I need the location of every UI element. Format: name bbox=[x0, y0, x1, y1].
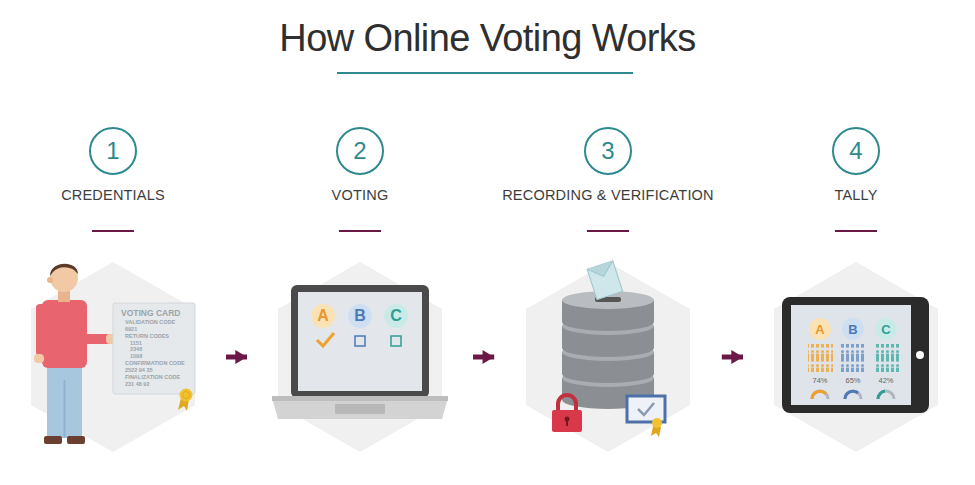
step-number: 1 bbox=[89, 127, 137, 175]
page-title: How Online Voting Works bbox=[0, 19, 975, 57]
step-column: 3RECORDING & VERIFICATION bbox=[497, 120, 719, 460]
ballot-envelope bbox=[587, 261, 623, 300]
card-field: FINALIZATION CODE bbox=[125, 375, 180, 381]
step-label: TALLY bbox=[834, 186, 877, 204]
step-rules bbox=[92, 230, 877, 232]
card-field: VALIDATION CODE bbox=[125, 320, 175, 326]
certificate-icon bbox=[627, 396, 665, 437]
person-figure bbox=[34, 264, 116, 444]
flow-arrow bbox=[722, 355, 743, 360]
step-number: 4 bbox=[832, 127, 880, 175]
candidate-letter: A bbox=[317, 308, 329, 324]
step-column: 1CREDENTIALS bbox=[3, 120, 223, 460]
flow-arrow bbox=[473, 355, 494, 360]
card-heading: VOTING CARD bbox=[121, 309, 181, 318]
lock-icon bbox=[552, 395, 582, 432]
hexagon-grounds bbox=[31, 262, 938, 452]
step-label: VOTING bbox=[332, 186, 389, 204]
laptop bbox=[272, 285, 448, 419]
card-field: CONFIRMATION CODE bbox=[125, 361, 185, 367]
voting-card bbox=[113, 303, 195, 411]
title-underline bbox=[337, 72, 633, 74]
result-percent: 74% bbox=[812, 377, 827, 385]
candidate-letter: A bbox=[815, 323, 824, 336]
step-label: CREDENTIALS bbox=[61, 186, 165, 204]
step-number: 2 bbox=[336, 127, 384, 175]
result-percent: 65% bbox=[845, 377, 860, 385]
card-field: 2348 bbox=[130, 347, 142, 353]
database-stack bbox=[562, 291, 654, 409]
card-field: 231 48 92 bbox=[125, 382, 149, 388]
candidate-letter: C bbox=[390, 308, 402, 324]
card-field: 1098 bbox=[130, 354, 142, 360]
candidate-letter: B bbox=[354, 308, 366, 324]
step-number: 3 bbox=[584, 127, 632, 175]
flow-arrow bbox=[226, 355, 247, 360]
candidate-letter: B bbox=[848, 323, 857, 336]
card-field: 6921 bbox=[125, 327, 137, 333]
step-label: RECORDING & VERIFICATION bbox=[502, 186, 714, 204]
card-field: 2522 94 35 bbox=[125, 368, 153, 374]
candidate-letter: C bbox=[881, 323, 890, 336]
card-field: RETURN CODES bbox=[125, 334, 169, 340]
card-field: 1151 bbox=[130, 341, 142, 347]
tablet bbox=[782, 297, 929, 413]
step-column: 4TALLY bbox=[746, 120, 966, 460]
result-percent: 42% bbox=[878, 377, 893, 385]
step-column: 2VOTING bbox=[250, 120, 470, 460]
